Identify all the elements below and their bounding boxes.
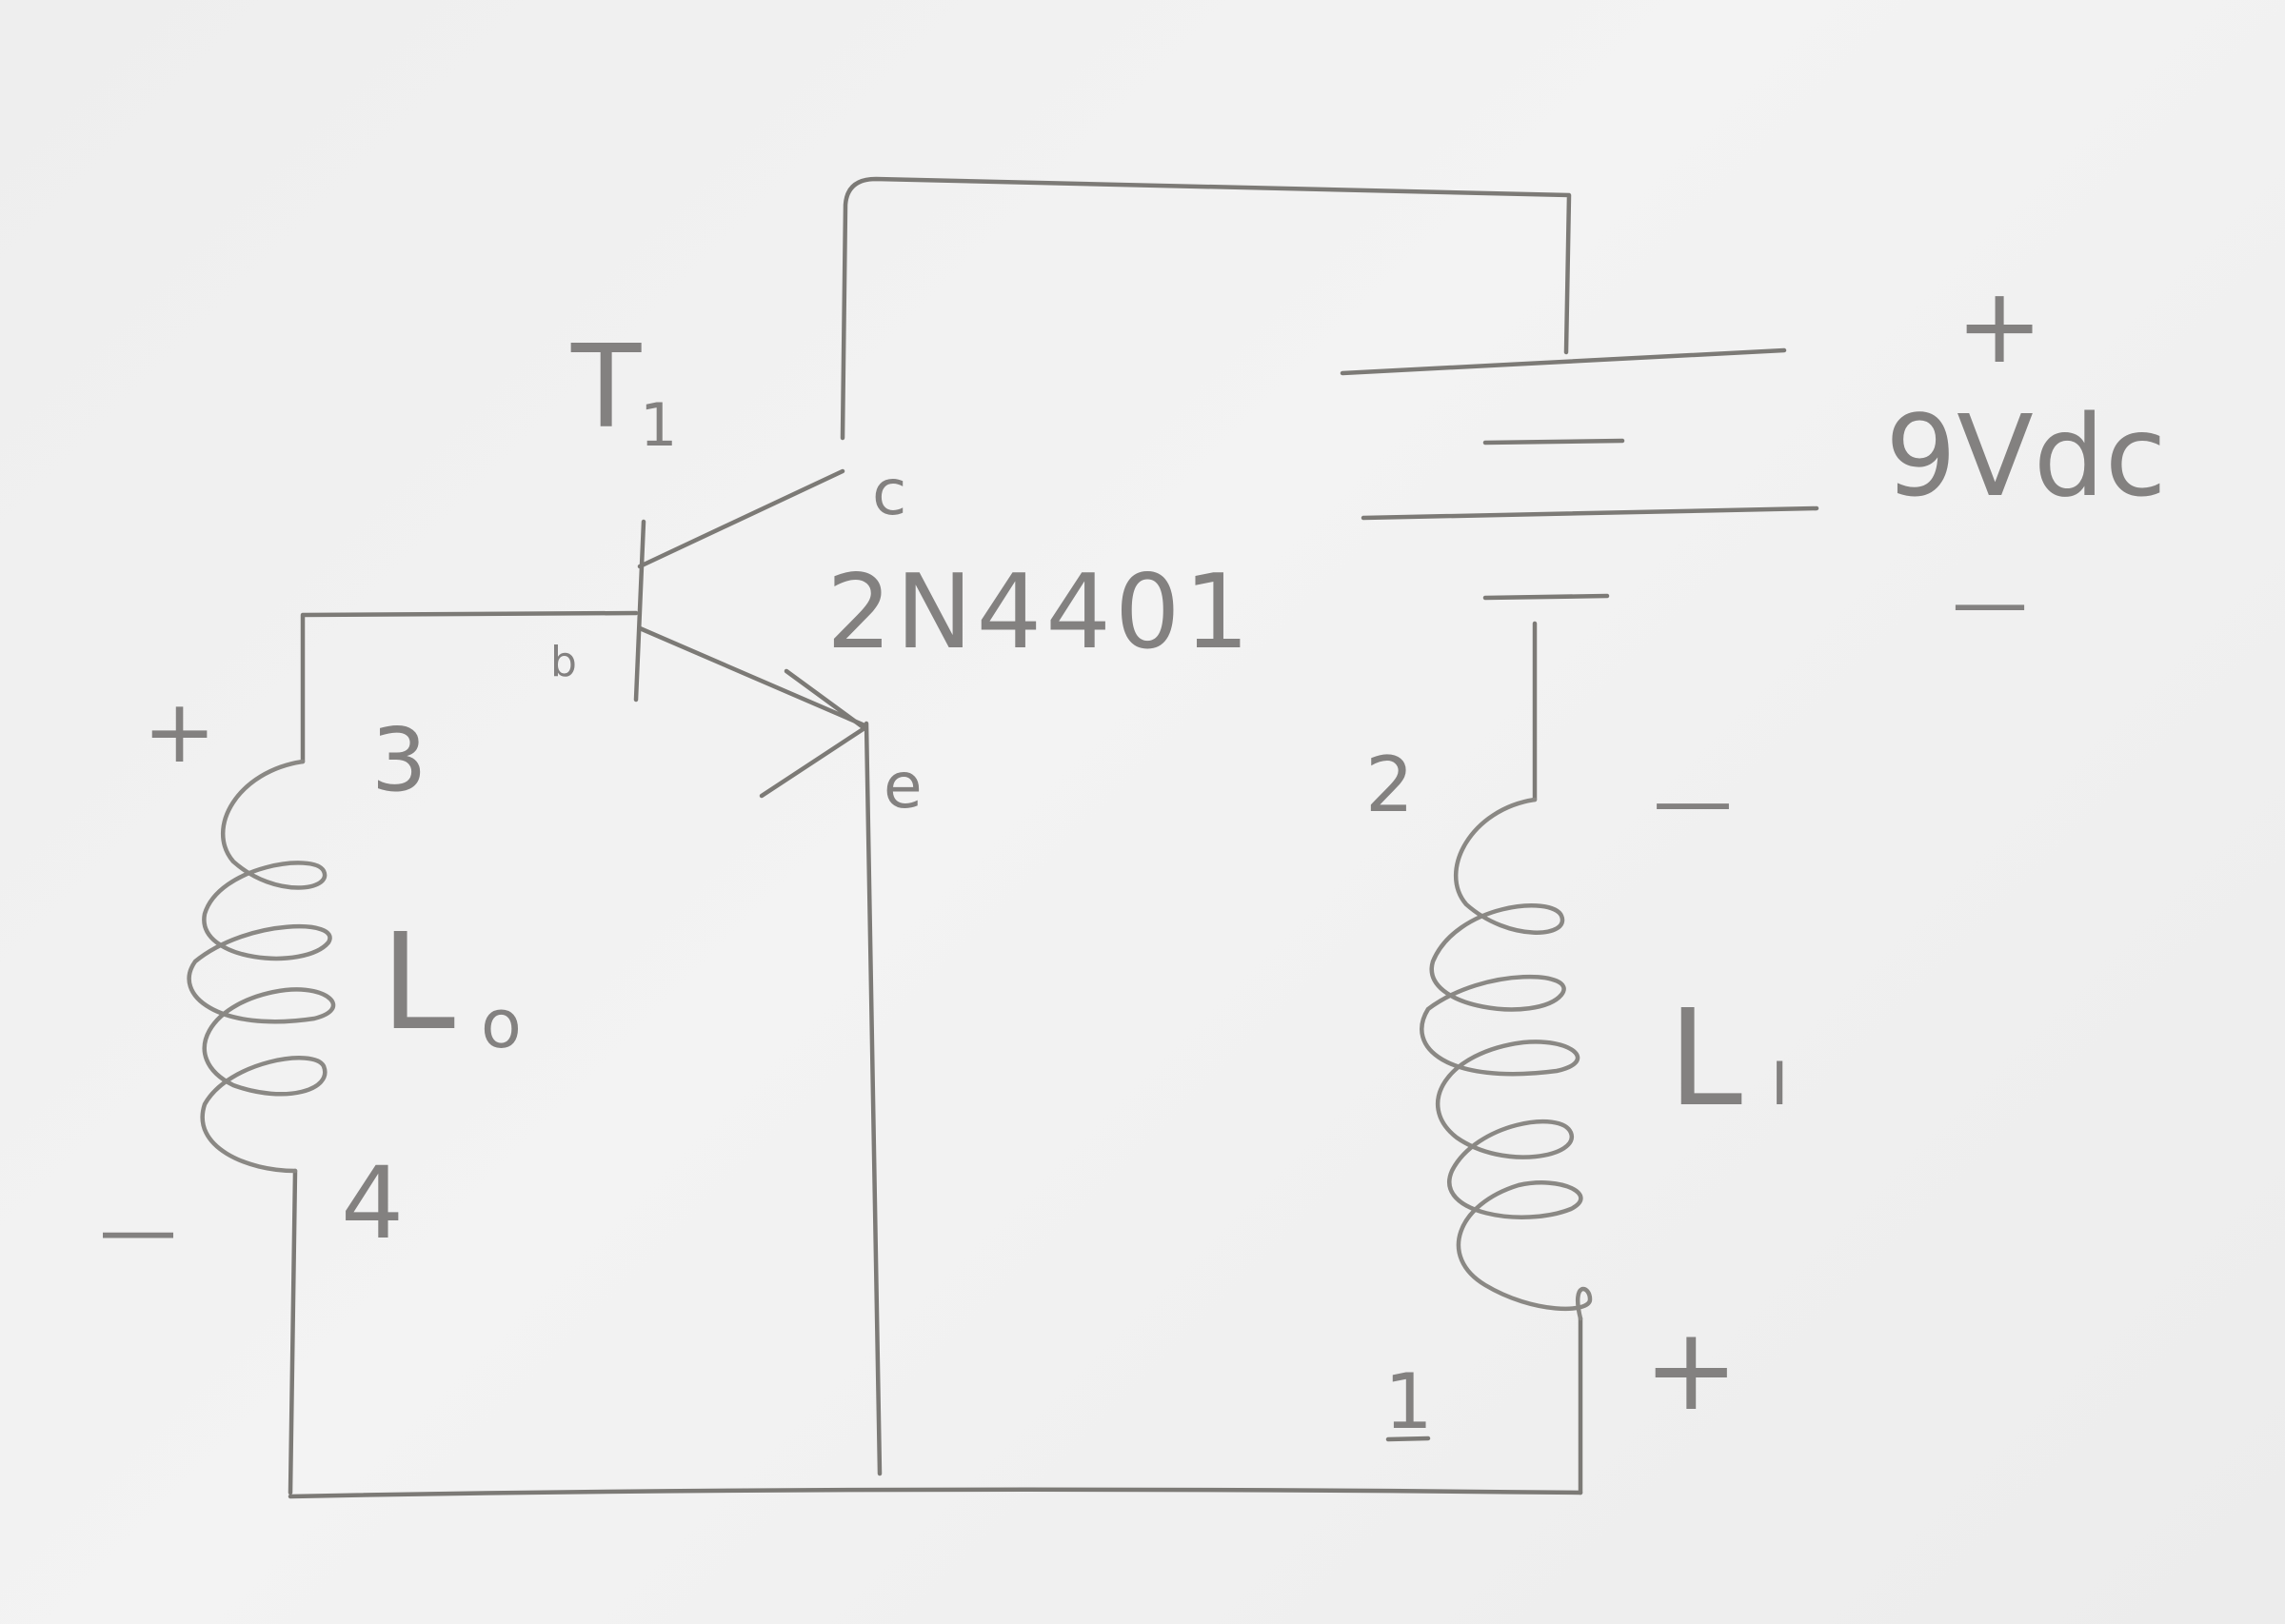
emitter-pin-label: e	[884, 749, 923, 822]
inductor-lo-pin-3: 3	[371, 709, 427, 811]
battery-minus-sign: —	[1952, 558, 2028, 646]
inductor-li-minus-sign: —	[1653, 754, 1733, 847]
base-pin-label: b	[550, 638, 577, 686]
battery-plate-short-2	[1482, 593, 1610, 601]
battery-plus-sign: +	[1956, 265, 2043, 386]
wire-base-to-inductor-out	[300, 610, 639, 764]
transistor-t1: T1 2N4401 c b e	[550, 322, 1253, 822]
inductor-li-pin-2: 2	[1365, 741, 1414, 829]
transistor-collector-lead	[637, 468, 845, 569]
battery-9vdc: + 9Vdc —	[1340, 265, 2167, 646]
transistor-base-bar	[633, 519, 646, 703]
battery-voltage-label: 9Vdc	[1885, 390, 2167, 522]
wire-emitter-down	[864, 721, 883, 1476]
inductor-lo-minus-sign: —	[99, 1185, 177, 1276]
battery-plate-long-bottom	[1361, 505, 1819, 521]
wire-collector-to-battery	[840, 176, 1572, 441]
inductor-li-plus-sign: +	[1643, 1304, 1739, 1436]
wire-ground-bus	[288, 1487, 1583, 1499]
inductor-lo-coil	[187, 759, 336, 1174]
transistor-emitter-arrow	[759, 668, 867, 799]
inductor-li-coil	[1420, 797, 1593, 1321]
inductor-lo-pin-4: 4	[341, 1145, 404, 1261]
transistor-part-number: 2N4401	[826, 553, 1253, 672]
transistor-emitter-lead	[637, 625, 867, 728]
inductor-li-pin-1-underline	[1385, 1436, 1431, 1442]
wire-inductor-out-down	[288, 1168, 298, 1495]
battery-plate-long-top	[1340, 347, 1787, 376]
collector-pin-label: c	[872, 456, 906, 529]
inductor-li-pin-1: 1	[1384, 1357, 1433, 1446]
inductor-lo-plus-sign: +	[143, 681, 216, 782]
battery-plate-short-1	[1482, 438, 1625, 446]
transistor-label: T1	[570, 322, 677, 460]
wires	[288, 176, 1583, 1499]
